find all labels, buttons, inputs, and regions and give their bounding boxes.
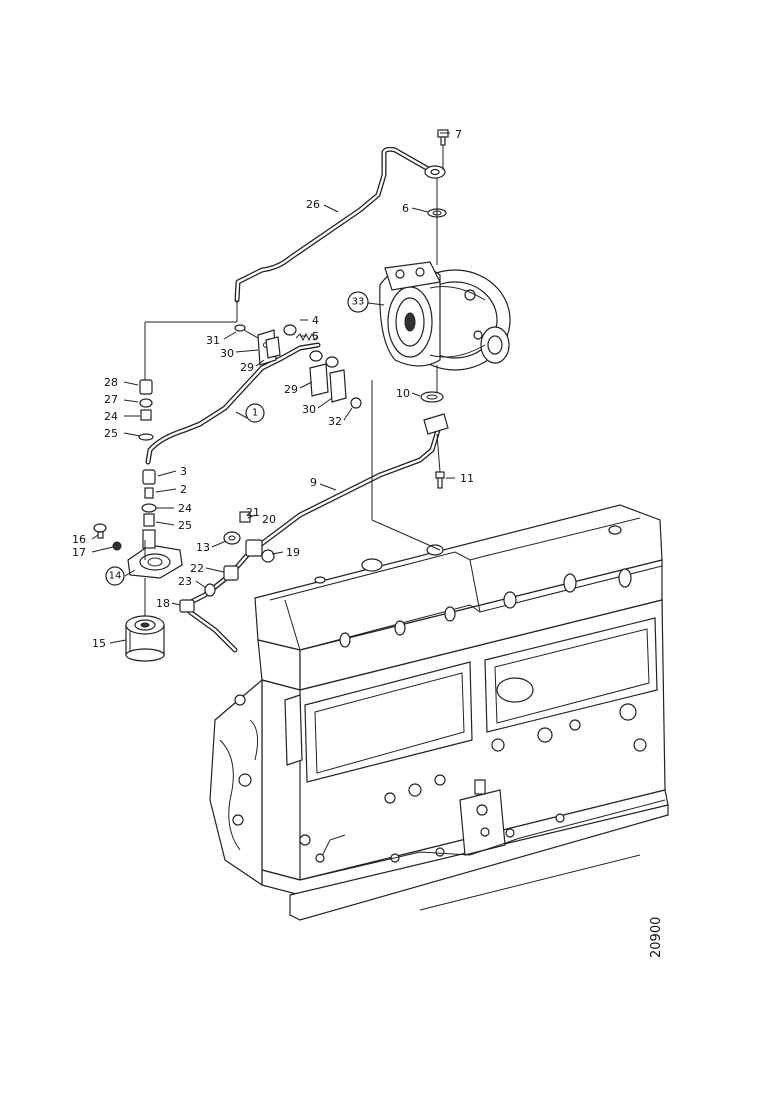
callout-29-lower: 29 — [284, 383, 298, 396]
callout-7: 7 — [455, 128, 462, 141]
callout-3: 3 — [180, 465, 187, 478]
callout-31: 31 — [206, 334, 220, 347]
callout-4: 4 — [312, 314, 319, 327]
callout-32: 32 — [328, 415, 342, 428]
callout-26: 26 — [306, 198, 320, 211]
callout-1-circle — [245, 403, 265, 423]
callout-29-upper: 29 — [240, 361, 254, 374]
callout-11: 11 — [460, 472, 474, 485]
washer-23 — [204, 583, 216, 597]
spring-5 — [295, 332, 319, 342]
callout-16: 16 — [72, 533, 86, 546]
callout-33: 33 — [352, 297, 365, 308]
callout-2: 2 — [180, 483, 187, 496]
callout-1: 1 — [252, 408, 258, 419]
callout-19: 19 — [286, 546, 300, 559]
oil-pipe-1 — [145, 342, 321, 465]
feed-pipe-lower — [182, 549, 253, 653]
callout-18: 18 — [156, 597, 170, 610]
callout-15: 15 — [92, 637, 106, 650]
callout-6: 6 — [402, 202, 409, 215]
banjo-bolt-7 — [437, 129, 449, 146]
callout-27: 27 — [104, 393, 118, 406]
callout-9: 9 — [310, 476, 317, 489]
turbocharger — [379, 261, 511, 371]
callout-14: 14 — [109, 571, 122, 582]
washer-17 — [112, 541, 122, 551]
callout-33-circle — [347, 291, 369, 313]
bolt-4 — [283, 324, 297, 336]
drawing-number: 20900 — [649, 917, 664, 958]
filter-head-14 — [127, 529, 183, 579]
callout-30-lower: 30 — [302, 403, 316, 416]
bolt-11 — [435, 471, 445, 489]
callout-14-circle — [105, 566, 125, 586]
plug-16 — [93, 523, 107, 539]
adapter-stack — [138, 379, 157, 527]
nut-near-5 — [309, 350, 339, 368]
callout-5: 5 — [312, 330, 319, 343]
callout-20: 20 — [262, 513, 276, 526]
callout-17: 17 — [72, 546, 86, 559]
nut-32 — [350, 397, 362, 409]
callout-24-upper: 24 — [104, 410, 118, 423]
clamp-30-upper — [265, 336, 281, 359]
bolt-31 — [234, 324, 259, 339]
union-22 — [223, 565, 239, 581]
leader-lines — [91, 132, 641, 911]
oil-filter-15 — [125, 615, 165, 662]
union-18 — [179, 599, 195, 613]
engine-block — [209, 504, 669, 921]
callout-23: 23 — [178, 575, 192, 588]
callout-labels: 7 6 26 33 4 5 31 30 29 29 30 32 10 11 1 … — [72, 128, 664, 958]
callout-21: 21 — [246, 506, 260, 519]
callout-28: 28 — [104, 376, 118, 389]
callout-24-lower: 24 — [178, 502, 192, 515]
callout-22: 22 — [190, 562, 204, 575]
callout-10: 10 — [396, 387, 410, 400]
callout-30-upper: 30 — [220, 347, 234, 360]
clamp-30-lower — [329, 369, 347, 403]
callout-13: 13 — [196, 541, 210, 554]
oil-feed-pipe-26 — [234, 146, 446, 303]
oil-return-pipe-9 — [257, 391, 449, 548]
bracket-29-lower — [309, 363, 329, 397]
callout-25-lower: 25 — [178, 519, 192, 532]
elbow-19 — [223, 531, 241, 545]
callout-25-upper: 25 — [104, 427, 118, 440]
